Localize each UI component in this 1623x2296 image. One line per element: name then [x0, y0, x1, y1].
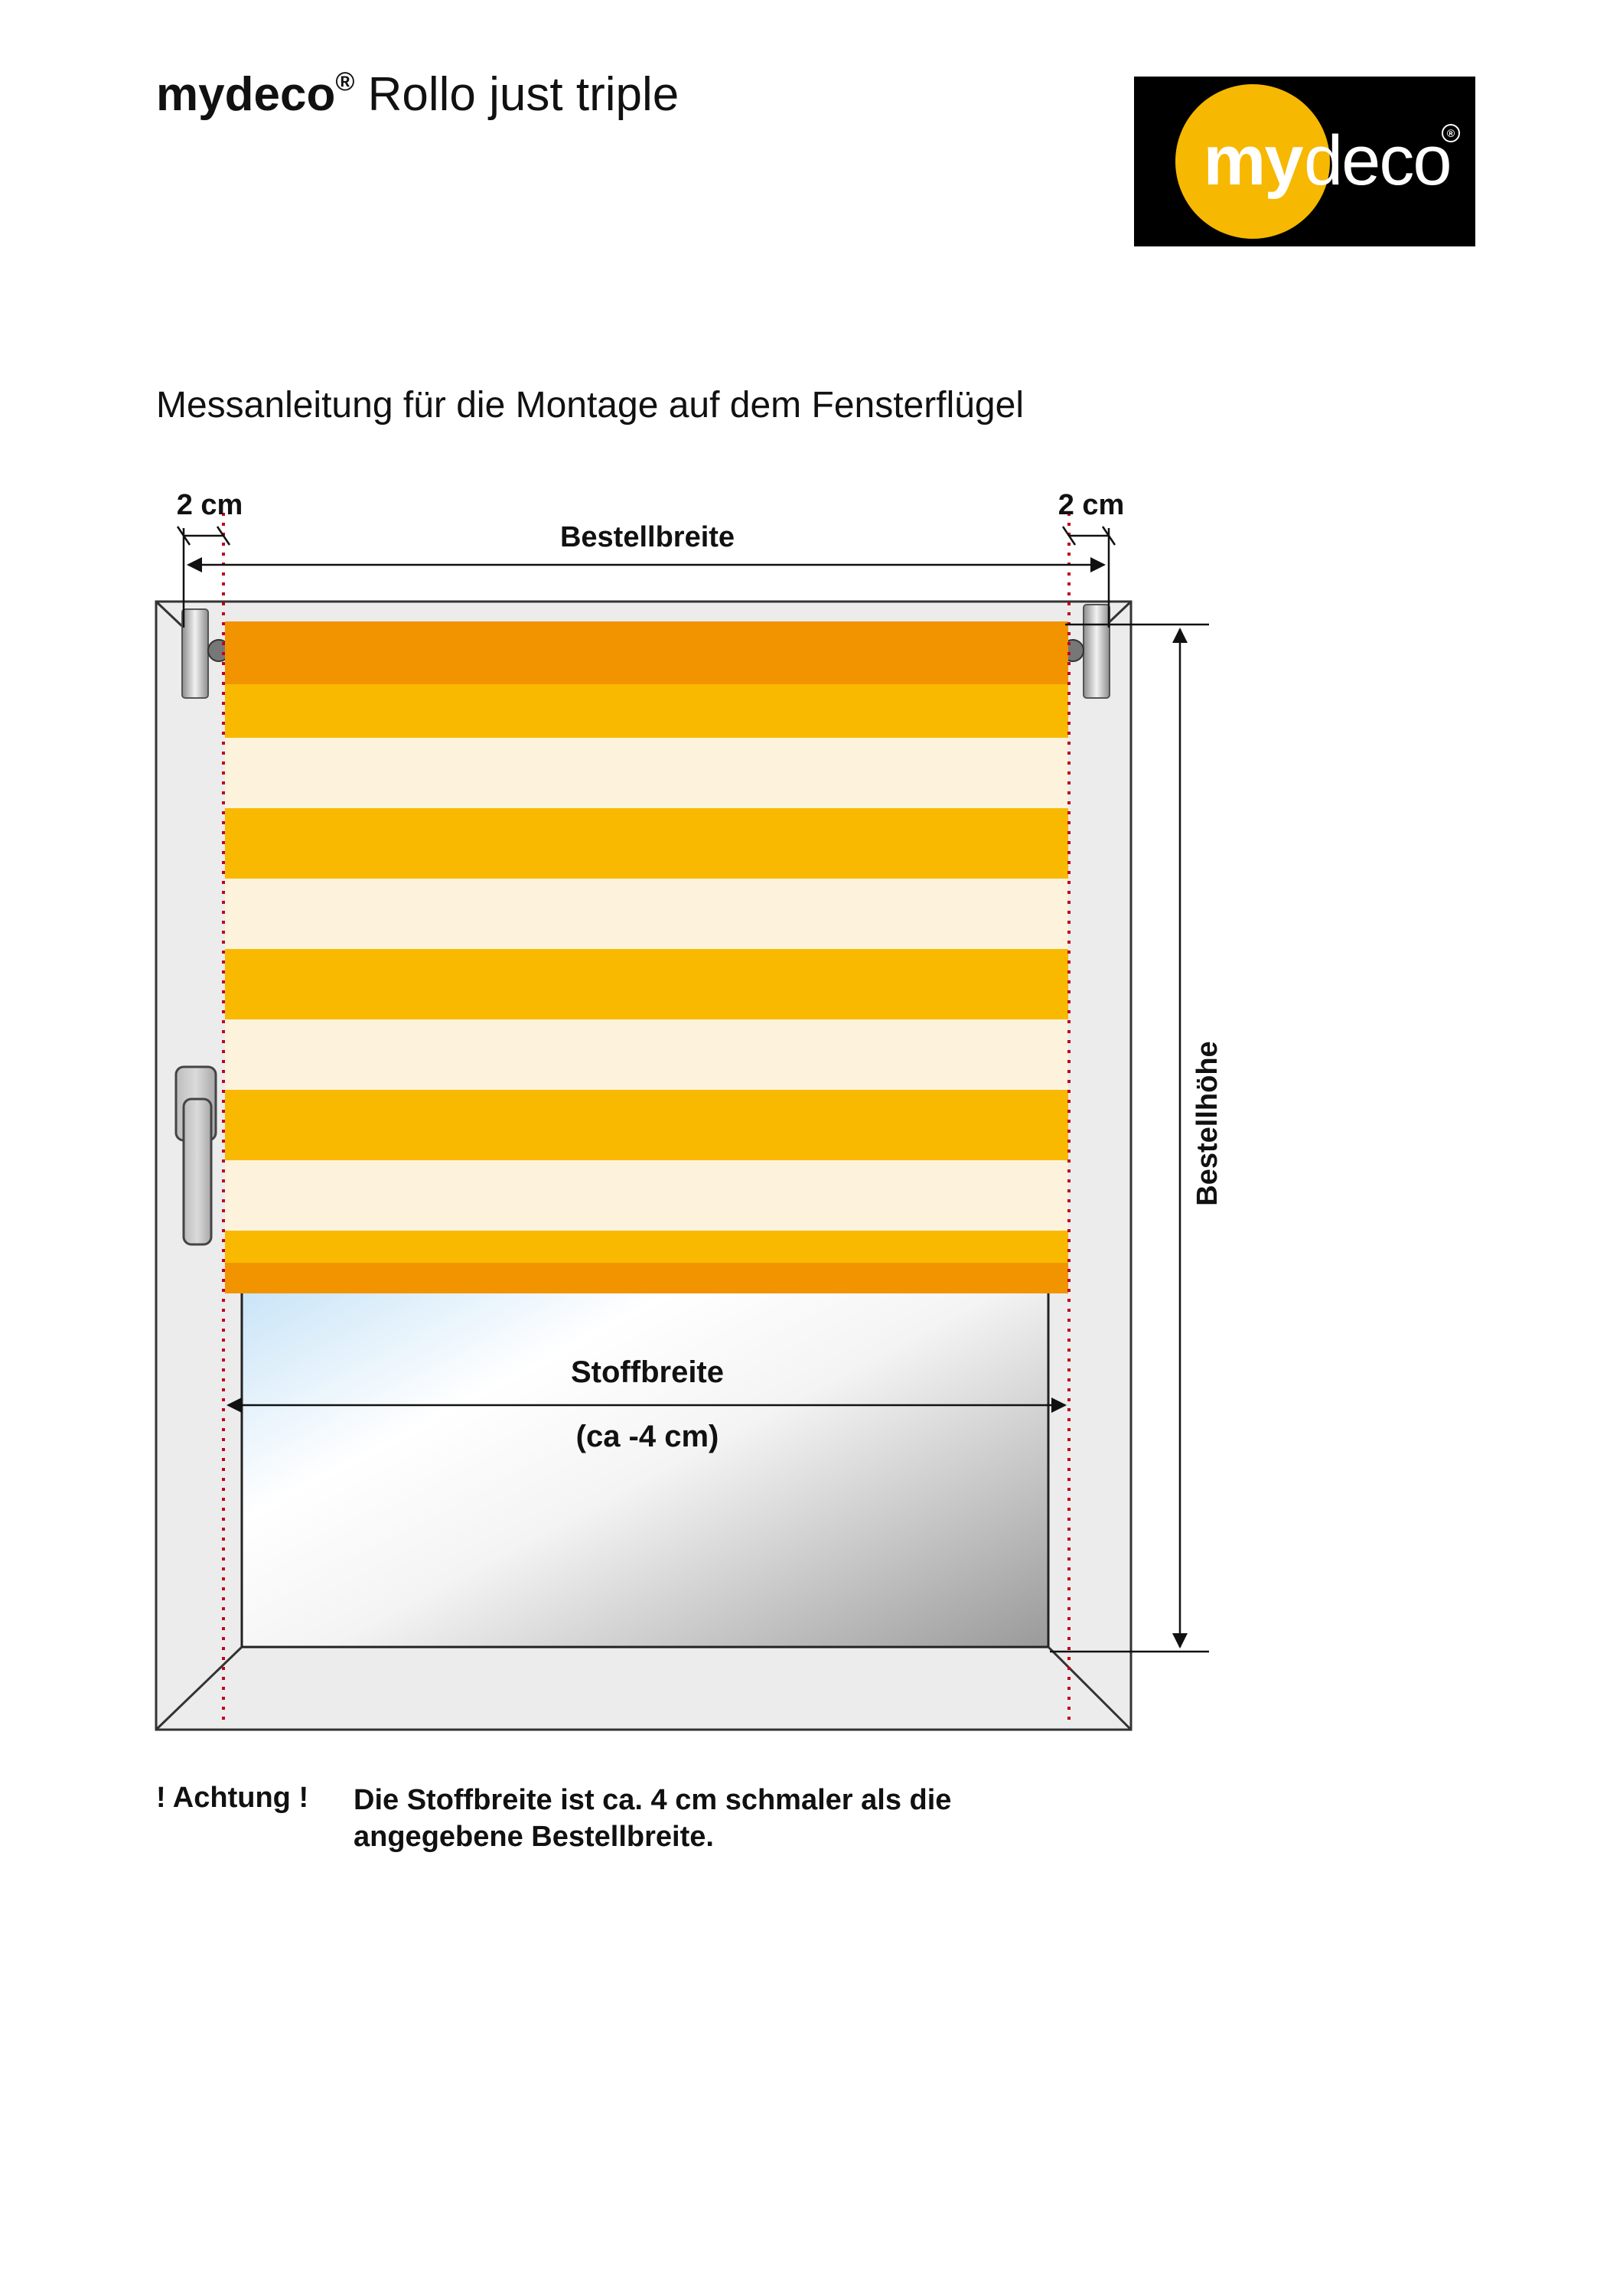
blind-stripe-cream [225, 1019, 1068, 1090]
blind-bottom-rail [225, 1263, 1068, 1293]
product-name: Rollo just triple [367, 68, 680, 121]
logo-text-deco: deco [1304, 122, 1452, 200]
blind-stripe-yellow [225, 1231, 1068, 1263]
brand-name: mydeco [156, 68, 336, 121]
warning-label: ! Achtung ! [156, 1782, 309, 1814]
instruction-heading: Messanleitung für die Montage auf dem Fe… [156, 385, 1024, 426]
right-margin-label: 2 cm [1058, 489, 1125, 521]
left-margin-label: 2 cm [177, 489, 243, 521]
blind-stripe-yellow [225, 1090, 1068, 1160]
logo-text-my: my [1203, 122, 1304, 200]
warning-text-line-1: Die Stoffbreite ist ca. 4 cm schmaler al… [354, 1784, 952, 1816]
blind-stripe-yellow [225, 949, 1068, 1019]
blind-stripe-cream [225, 738, 1068, 808]
logo-registered-mark: ® [1442, 124, 1460, 142]
window-handle [174, 1065, 217, 1246]
page-title: mydeco® Rollo just triple [156, 67, 679, 122]
warning-text: Die Stoffbreite ist ca. 4 cm schmaler al… [354, 1782, 1042, 1855]
blind-stripe-cream [225, 879, 1068, 949]
roller-blind [225, 621, 1068, 1293]
mydeco-logo: my deco ® [1134, 77, 1475, 246]
fabric-width-note: (ca -4 cm) [576, 1420, 719, 1453]
blind-stripe-yellow [225, 684, 1068, 738]
warning-text-line-2: angegebene Bestellbreite. [354, 1821, 714, 1853]
order-height-dimension [1050, 623, 1209, 1653]
order-width-label: Bestellbreite [560, 521, 735, 553]
blind-stripe-yellow [225, 808, 1068, 879]
logo-circle [1175, 84, 1330, 239]
blind-stripe-cream [225, 1160, 1068, 1231]
blind-roller-cassette [225, 621, 1068, 684]
order-width-dimension [176, 526, 1116, 628]
registered-mark: ® [335, 67, 355, 96]
order-height-label: Bestellhöhe [1191, 1041, 1224, 1205]
fabric-width-label: Stoffbreite [571, 1355, 724, 1389]
